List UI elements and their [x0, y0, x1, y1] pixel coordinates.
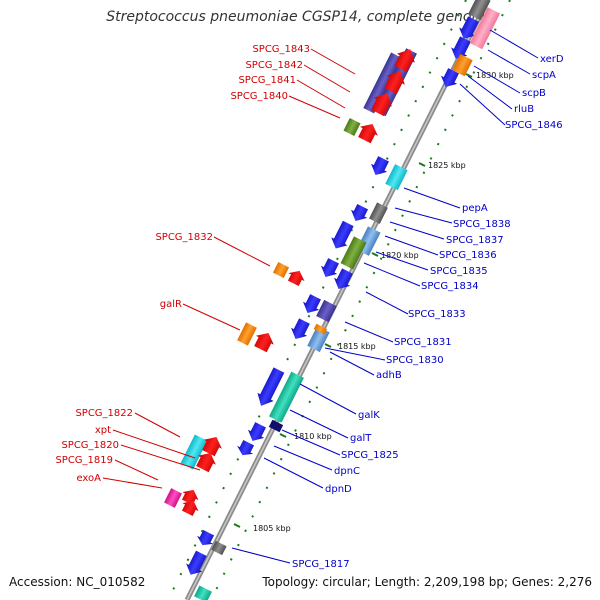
- right-leader-lines: [231, 29, 539, 564]
- gene-spcg-1834[interactable]: [330, 267, 355, 293]
- label-spcg-1819[interactable]: SPCG_1819: [55, 455, 113, 466]
- gene-exoa-rna[interactable]: [179, 486, 201, 507]
- left-leader-lines: [102, 48, 356, 489]
- label-spcg-1842[interactable]: SPCG_1842: [245, 60, 303, 71]
- label-spcg-1837[interactable]: SPCG_1837: [446, 235, 504, 246]
- label-xerd[interactable]: xerD: [540, 54, 564, 65]
- label-rlub[interactable]: rluB: [514, 104, 534, 115]
- tick-label-1830: 1830 kbp: [476, 71, 514, 80]
- label-spcg-1838[interactable]: SPCG_1838: [453, 219, 511, 230]
- gene-scpa[interactable]: [448, 35, 474, 63]
- feature-track: [164, 0, 501, 600]
- gene-spcg-1820[interactable]: [193, 449, 219, 474]
- label-scpb[interactable]: scpB: [522, 88, 546, 99]
- label-scpa[interactable]: scpA: [532, 70, 556, 81]
- gene-spcg-1833-arrow[interactable]: [299, 293, 323, 317]
- gene-spcg-1817-arrow[interactable]: [194, 529, 216, 550]
- gene-spcg-1842[interactable]: [363, 52, 402, 114]
- label-galk[interactable]: galK: [358, 410, 380, 421]
- label-pepa[interactable]: pepA: [462, 203, 488, 214]
- gene-scpb[interactable]: [452, 53, 473, 77]
- gene-teal-bottom[interactable]: [194, 585, 212, 600]
- label-adhb[interactable]: adhB: [376, 370, 402, 381]
- label-galr[interactable]: galR: [160, 299, 182, 310]
- tick-label-1820: 1820 kbp: [381, 251, 419, 260]
- gene-adhb[interactable]: [313, 323, 328, 335]
- label-spcg-1840[interactable]: SPCG_1840: [230, 91, 288, 102]
- gene-blue-pair-1[interactable]: [367, 155, 391, 179]
- gene-spcg-1832[interactable]: [272, 261, 290, 279]
- gene-spcg-1832-rna[interactable]: [285, 267, 307, 288]
- genome-stats-footer: Topology: circular; Length: 2,209,198 bp…: [262, 575, 592, 589]
- gene-spcg-1838-arrow[interactable]: [347, 203, 370, 225]
- gene-spcg-1822[interactable]: [180, 434, 208, 470]
- gene-grey-top[interactable]: [468, 0, 491, 21]
- label-dpnd[interactable]: dpnD: [325, 484, 352, 495]
- label-spcg-1834[interactable]: SPCG_1834: [421, 281, 479, 292]
- label-spcg-1830[interactable]: SPCG_1830: [386, 355, 444, 366]
- label-spcg-1835[interactable]: SPCG_1835: [430, 266, 488, 277]
- left-labels: SPCG_1843 SPCG_1842 SPCG_1841 SPCG_1840 …: [55, 44, 310, 484]
- label-spcg-1836[interactable]: SPCG_1836: [439, 250, 497, 261]
- label-spcg-1817[interactable]: SPCG_1817: [292, 559, 350, 570]
- tick-label-1810: 1810 kbp: [294, 432, 332, 441]
- genome-backbone-highlight: [186, 0, 489, 600]
- gene-galr-rna[interactable]: [251, 329, 277, 354]
- label-spcg-1846[interactable]: SPCG_1846: [505, 120, 563, 131]
- gene-exoa-rna-2[interactable]: [179, 497, 201, 518]
- gene-spcg-1833[interactable]: [316, 299, 337, 323]
- gene-dpnc[interactable]: [244, 421, 268, 445]
- tick-label-1815: 1815 kbp: [338, 342, 376, 351]
- accession-footer: Accession: NC_010582: [9, 575, 146, 589]
- gene-galt[interactable]: [253, 366, 287, 410]
- right-labels: xerD scpA scpB rluB SPCG_1846 pepA SPCG_…: [292, 54, 564, 570]
- gene-spcg-1831[interactable]: [287, 317, 312, 343]
- gene-exoa[interactable]: [164, 488, 182, 508]
- outer-dotted-guide: [210, 0, 511, 600]
- gene-blue-bottom[interactable]: [183, 549, 210, 579]
- label-spcg-1833[interactable]: SPCG_1833: [408, 309, 466, 320]
- tick-label-1825: 1825 kbp: [428, 161, 466, 170]
- gene-xpt[interactable]: [199, 433, 225, 458]
- gene-spcg-1835[interactable]: [340, 236, 367, 270]
- label-spcg-1843[interactable]: SPCG_1843: [252, 44, 310, 55]
- gene-galk[interactable]: [268, 371, 304, 423]
- label-spcg-1820[interactable]: SPCG_1820: [61, 440, 119, 451]
- gene-pepa[interactable]: [385, 164, 408, 191]
- gene-dpnd[interactable]: [234, 439, 256, 460]
- gene-spcg-1841-rna[interactable]: [382, 67, 410, 96]
- label-spcg-1825[interactable]: SPCG_1825: [341, 450, 399, 461]
- gene-spcg-1838[interactable]: [369, 202, 388, 224]
- gene-spcg-1837[interactable]: [328, 219, 357, 252]
- label-dpnc[interactable]: dpnC: [334, 466, 360, 477]
- label-galt[interactable]: galT: [350, 433, 372, 444]
- label-spcg-1832[interactable]: SPCG_1832: [155, 232, 213, 243]
- label-spcg-1841[interactable]: SPCG_1841: [238, 75, 296, 86]
- label-xpt[interactable]: xpt: [95, 425, 111, 436]
- label-exoa[interactable]: exoA: [76, 473, 101, 484]
- tick-label-1805: 1805 kbp: [253, 524, 291, 533]
- gene-green-block[interactable]: [343, 118, 361, 136]
- label-spcg-1831[interactable]: SPCG_1831: [394, 337, 452, 348]
- gene-spcg-1840-rna[interactable]: [369, 89, 397, 118]
- gene-spcg-1842-rna[interactable]: [392, 45, 420, 74]
- label-spcg-1822[interactable]: SPCG_1822: [75, 408, 133, 419]
- gene-spcg-1817[interactable]: [211, 540, 227, 556]
- gene-pink-block[interactable]: [469, 7, 501, 50]
- map-title: Streptococcus pneumoniae CGSP14, complet…: [106, 9, 494, 25]
- gene-rlub[interactable]: [437, 67, 461, 91]
- gene-galr[interactable]: [237, 322, 257, 346]
- gene-xerd[interactable]: [456, 15, 482, 43]
- tick-marks: [233, 73, 473, 528]
- gene-spcg-1834-b[interactable]: [317, 257, 341, 281]
- gene-spcg-1825[interactable]: [268, 419, 284, 433]
- gene-red-small[interactable]: [355, 120, 381, 145]
